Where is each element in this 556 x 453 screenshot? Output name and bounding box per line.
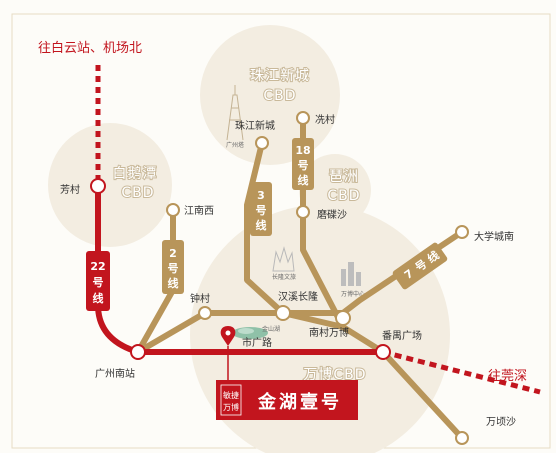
project-label: 敏捷 万博 金湖壹号 [216,380,358,420]
station-jiangnanxi-marker [166,203,180,217]
station-zhujiangxincheng-label: 珠江新城 [235,119,275,132]
wanbo-center-icon [341,262,361,286]
station-zhongcun-marker [198,306,212,320]
station-hanxi-marker [275,305,291,321]
zone-pazhou-line1: 琶洲 [329,169,359,185]
station-fangcun-label: 芳村 [60,183,80,196]
station-hanxi-label: 汉溪长隆 [278,290,318,303]
station-zhongcun-label: 钟村 [190,292,210,305]
station-markers [90,111,469,445]
station-fangcun-marker [90,178,106,194]
line-3-badge-xian: 线 [256,218,267,232]
direction-north-label: 往白云站、机场北 [38,40,142,56]
line-7-badge: 7 号 线 [392,242,448,290]
line-18-badge-hao: 号 [298,159,309,172]
station-guangzhounan-marker [130,344,146,360]
line-3-badge-hao: 号 [256,204,267,217]
jinshan-lake-label: 金山湖 [262,325,280,333]
station-panyu-marker [375,344,391,360]
station-daxuecheng-label: 大学城南 [474,230,514,243]
station-mojiaosha-label: 磨碟沙 [317,208,347,221]
line-2-badge-hao: 号 [168,262,179,275]
station-wanqingsha-label: 万顷沙 [486,416,516,428]
line-22-badge-num: 22 [90,260,105,273]
zone-pazhou-line2: CBD [327,188,360,204]
canton-tower-label: 广州塔 [226,141,244,149]
zone-zhujiang-line2: CBD [263,88,296,104]
canton-tower-icon [226,85,244,141]
line-3-badge-num: 3 [257,189,265,202]
zone-baiezhan-line2: CBD [121,185,154,201]
station-mojiaosha-marker [296,205,310,219]
line-18-badge-num: 18 [295,144,310,157]
project-name: 金湖壹号 [257,391,342,413]
project-tag-line1: 敏捷 [223,390,239,400]
station-zhujiangxincheng-marker [255,136,269,150]
jinshan-lake-icon [232,327,268,339]
line-7-track [135,229,465,355]
wanbo-center-label: 万博中心 [341,290,365,298]
line-2-badge-xian: 线 [168,276,179,290]
station-shiguang-label: 市广路 [242,336,272,349]
zone-wanbo-label: 万博CBD [303,366,366,383]
station-wanqingsha-marker [455,431,469,445]
line-18-badge-xian: 线 [298,173,309,187]
station-xiancun-label: 冼村 [315,113,335,126]
zone-baiezhan-cbd [48,123,172,247]
station-xiancun-marker [296,111,310,125]
line-22-badge-xian: 线 [93,291,104,305]
line-2-badge: 2 号 线 [162,240,184,294]
station-nancun-marker [335,310,351,326]
station-guangzhounan-label: 广州南站 [95,367,135,380]
station-jiangnanxi-label: 江南西 [184,204,214,217]
line-22-badge: 22 号 线 [86,251,110,311]
line-3-badge: 3 号 线 [250,182,272,236]
zone-baiezhan-line1: 白鹅潭 [113,165,158,182]
project-tag-line2: 万博 [223,402,239,412]
location-pin-icon [220,326,236,380]
station-daxuecheng-marker [455,225,469,239]
line-22-dashed-east [382,349,541,395]
station-nancun-label: 南村万博 [309,326,349,339]
changlong-label: 长隆文旅 [272,273,296,281]
direction-east-label: 往莞深 [488,369,527,384]
line-2-badge-num: 2 [169,247,177,260]
zone-zhujiang-line1: 珠江新城 [250,68,310,84]
line-18-badge: 18 号 线 [292,138,314,190]
line-22-badge-hao: 号 [93,276,104,289]
station-panyu-label: 番禺广场 [382,329,422,342]
changlong-icon [272,246,295,272]
